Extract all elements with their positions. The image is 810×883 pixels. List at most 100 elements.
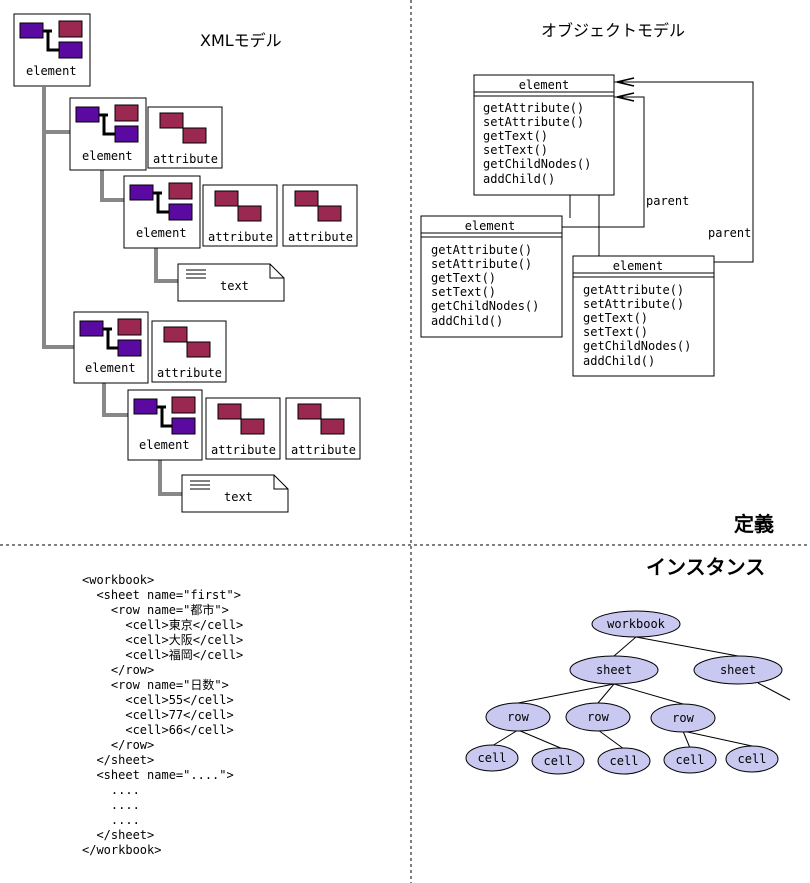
code-line: .... (82, 798, 140, 812)
xml-tree-connectors (42, 87, 182, 496)
svg-text:sheet: sheet (596, 663, 632, 677)
xml-element-node: element (127, 389, 203, 461)
svg-text:cell: cell (610, 754, 639, 768)
tree-node-cell: cell (465, 744, 519, 772)
xml-attribute-node: attribute (151, 320, 227, 383)
svg-text:element: element (139, 438, 190, 452)
svg-text:element: element (26, 64, 77, 78)
code-line: .... (82, 813, 140, 827)
instance-label: インスタンス (646, 555, 765, 579)
svg-text:getAttribute(): getAttribute() (483, 101, 584, 115)
xml-code-listing: <workbook> <sheet name="first"> <row nam… (82, 573, 243, 857)
svg-text:getText(): getText() (431, 271, 496, 285)
tree-node-row: row (485, 702, 551, 732)
class-box-element: element getAttribute() setAttribute() ge… (473, 74, 615, 196)
class-box-element: element getAttribute() setAttribute() ge… (572, 255, 715, 377)
svg-text:element: element (465, 219, 516, 233)
svg-text:getText(): getText() (583, 311, 648, 325)
parent-label: parent (646, 194, 689, 208)
tree-node-row: row (565, 702, 631, 732)
svg-text:attribute: attribute (153, 152, 218, 166)
svg-text:attribute: attribute (211, 443, 276, 457)
code-line: <row name="日数"> (82, 677, 229, 692)
code-line: <row name="都市"> (82, 602, 229, 617)
svg-text:element: element (136, 226, 187, 240)
class-box-element: element getAttribute() setAttribute() ge… (420, 215, 563, 338)
instance-tree-edges (491, 636, 791, 750)
code-line: <cell>66</cell> (82, 723, 234, 737)
svg-text:text: text (224, 490, 253, 504)
xml-element-node: element (13, 13, 91, 87)
svg-text:setText(): setText() (431, 285, 496, 299)
attribute-icon (297, 403, 322, 420)
svg-text:setAttribute(): setAttribute() (583, 297, 684, 311)
svg-text:addChild(): addChild() (583, 354, 655, 368)
svg-text:cell: cell (676, 753, 705, 767)
svg-text:element: element (85, 361, 136, 375)
svg-text:setAttribute(): setAttribute() (483, 115, 584, 129)
svg-text:workbook: workbook (607, 617, 666, 631)
attribute-icon (294, 190, 319, 207)
svg-text:row: row (507, 710, 529, 724)
svg-text:text: text (220, 279, 249, 293)
code-line: <cell>77</cell> (82, 708, 234, 722)
attribute-icon (214, 190, 239, 207)
xml-element-node: element (69, 97, 147, 171)
code-line: <cell>55</cell> (82, 693, 234, 707)
svg-text:addChild(): addChild() (431, 314, 503, 328)
svg-text:setText(): setText() (483, 143, 548, 157)
svg-text:element: element (519, 78, 570, 92)
code-line: </row> (82, 663, 154, 677)
svg-text:cell: cell (478, 751, 507, 765)
code-line: <sheet name="...."> (82, 768, 234, 782)
xml-attribute-node: attribute (205, 397, 281, 460)
code-line: .... (82, 783, 140, 797)
xml-element-node: element (123, 175, 201, 249)
code-line: <sheet name="first"> (82, 588, 241, 602)
code-line: </workbook> (82, 843, 161, 857)
svg-text:row: row (587, 710, 609, 724)
object-model-title: オブジェクトモデル (541, 21, 685, 40)
xml-attribute-node: attribute (202, 184, 278, 247)
attribute-icon (163, 326, 188, 343)
svg-text:attribute: attribute (157, 366, 222, 380)
svg-text:attribute: attribute (208, 230, 273, 244)
svg-text:cell: cell (738, 752, 767, 766)
code-line: <cell>福岡</cell> (82, 647, 243, 662)
attribute-icon (159, 112, 184, 129)
svg-text:sheet: sheet (720, 663, 756, 677)
svg-text:attribute: attribute (288, 230, 353, 244)
tree-node-sheet: sheet (693, 655, 783, 685)
svg-text:getChildNodes(): getChildNodes() (431, 299, 539, 313)
definition-label: 定義 (734, 512, 774, 536)
tree-node-cell: cell (597, 747, 651, 775)
element-icon (19, 22, 44, 39)
xml-text-node: text (177, 263, 285, 302)
svg-text:getChildNodes(): getChildNodes() (583, 339, 691, 353)
element-icon (129, 184, 154, 201)
parent-label: parent (708, 226, 751, 240)
tree-node-cell: cell (663, 746, 717, 774)
code-line: <cell>東京</cell> (82, 618, 243, 632)
svg-text:getAttribute(): getAttribute() (583, 283, 684, 297)
code-line: </row> (82, 738, 154, 752)
xml-attribute-node: attribute (147, 106, 223, 169)
tree-node-workbook: workbook (591, 610, 681, 638)
tree-node-cell: cell (531, 747, 585, 775)
xml-model-title: XMLモデル (200, 31, 282, 50)
svg-text:element: element (613, 259, 664, 273)
code-line: <workbook> (82, 573, 154, 587)
svg-text:addChild(): addChild() (483, 172, 555, 186)
xml-attribute-node: attribute (282, 184, 358, 247)
svg-text:getChildNodes(): getChildNodes() (483, 157, 591, 171)
svg-text:attribute: attribute (291, 443, 356, 457)
element-icon (79, 320, 104, 337)
attribute-icon (217, 403, 242, 420)
code-line: </sheet> (82, 828, 154, 842)
svg-text:getAttribute(): getAttribute() (431, 243, 532, 257)
svg-text:row: row (672, 711, 694, 725)
svg-text:getText(): getText() (483, 129, 548, 143)
xml-attribute-node: attribute (285, 397, 361, 460)
tree-node-sheet: sheet (569, 655, 659, 685)
